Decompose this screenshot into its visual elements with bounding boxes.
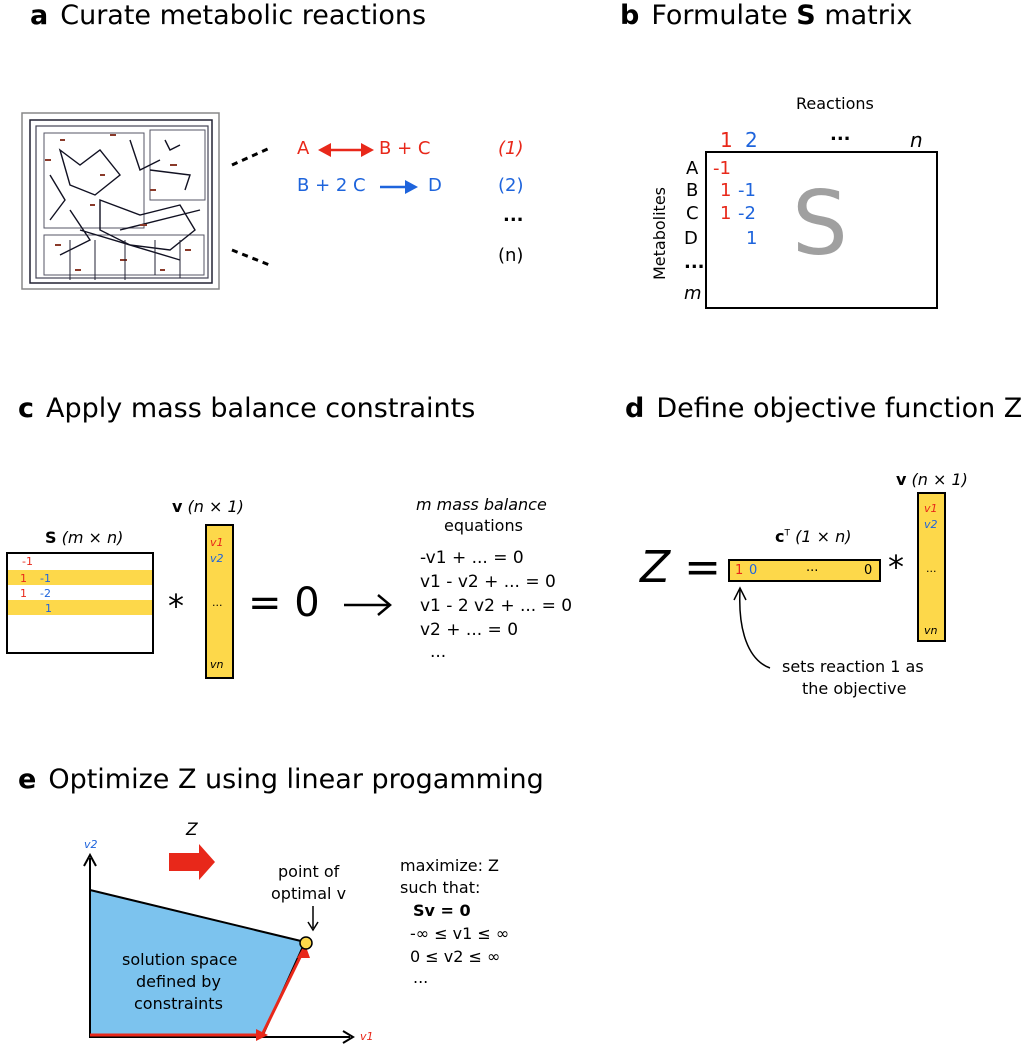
c-entry-2: 0 <box>749 563 758 578</box>
lp-line-3: Sv = 0 <box>413 901 471 920</box>
equation-2: v1 - v2 + ... = 0 <box>420 572 556 592</box>
row-d: D <box>684 228 698 249</box>
v-entry-1: v1 <box>210 536 224 549</box>
axis-v2-label: v2 <box>84 838 98 851</box>
lp-line-6: ... <box>413 968 429 987</box>
s-cell-c2: -2 <box>40 587 51 600</box>
lp-line-2: such that: <box>400 878 481 897</box>
cell-d2: 1 <box>746 228 758 249</box>
equals-zero: = 0 <box>248 580 320 626</box>
s-cell-c1: 1 <box>20 587 27 600</box>
reactions-header: Reactions <box>796 94 874 113</box>
s-cell-b2: -1 <box>40 572 51 585</box>
col-ellipsis: ... <box>830 124 851 145</box>
reaction-2-lhs: B + 2 C <box>297 175 366 196</box>
reaction-ellipsis: ... <box>503 205 524 226</box>
v-entry-2: v2 <box>210 552 224 565</box>
s-cell-d2: 1 <box>45 602 52 615</box>
s-dimension-label: S (m × n) <box>45 528 124 547</box>
v-entry-n: vn <box>210 658 224 671</box>
axis-v1-label: v1 <box>360 1030 374 1043</box>
multiply-sign-d: * <box>888 548 904 586</box>
reaction-1-rhs: B + C <box>379 138 431 159</box>
v-d-entry-2: v2 <box>924 518 938 531</box>
equation-ellipsis: ... <box>430 642 447 662</box>
reversible-arrow <box>318 143 374 157</box>
optimal-point-label-1: point of <box>278 862 340 881</box>
optimal-point-label-2: optimal v <box>271 884 347 903</box>
region-label-3: constraints <box>134 994 223 1013</box>
c-entry-ellipsis: ... <box>806 560 819 575</box>
lp-plot <box>83 844 355 1044</box>
row-m: m <box>684 283 702 304</box>
z-equals: Z = <box>640 542 721 593</box>
c-entry-1: 1 <box>735 563 744 578</box>
region-label-1: solution space <box>122 950 238 969</box>
cell-a1: -1 <box>713 158 731 179</box>
row-c: C <box>686 203 699 224</box>
v-d-entry-1: v1 <box>924 502 938 515</box>
s-matrix-small <box>6 552 154 654</box>
v-entry-ellipsis: ... <box>212 596 223 609</box>
metabolic-network-map <box>21 112 220 290</box>
row-ellipsis: ... <box>684 252 705 273</box>
v-dimension-label-d: v (n × 1) <box>896 470 968 489</box>
forward-arrow <box>380 180 418 194</box>
reaction-2-label: (2) <box>498 175 524 196</box>
s-letter: S <box>792 172 848 275</box>
col-1: 1 <box>720 128 733 152</box>
equation-4: v2 + ... = 0 <box>420 620 519 640</box>
v-dimension-label: v (n × 1) <box>172 497 244 516</box>
reaction-n-label: (n) <box>498 245 524 266</box>
s-cell-a1: -1 <box>22 555 33 568</box>
c-vector <box>728 559 881 582</box>
reaction-1-lhs: A <box>297 138 310 159</box>
c-entry-n: 0 <box>864 563 873 578</box>
lp-line-4: -∞ ≤ v1 ≤ ∞ <box>410 924 510 943</box>
v-vector-d <box>917 492 946 642</box>
reaction-2-rhs: D <box>428 175 442 196</box>
row-a: A <box>686 158 699 179</box>
zoom-line-bottom <box>231 248 273 268</box>
equations-header-2: equations <box>444 516 523 535</box>
v-d-entry-ellipsis: ... <box>926 562 937 575</box>
arrow-to-equations <box>344 594 392 616</box>
curved-pointer-arrow <box>733 586 771 669</box>
v-d-entry-n: vn <box>924 624 938 637</box>
lp-line-1: maximize: Z <box>400 856 500 875</box>
col-2: 2 <box>745 128 758 152</box>
col-n: n <box>910 128 923 152</box>
metabolites-header: Metabolites <box>650 186 669 280</box>
cell-b2: -1 <box>738 180 756 201</box>
s-matrix-box <box>705 151 938 309</box>
cell-c2: -2 <box>738 203 756 224</box>
multiply-sign-c: * <box>168 587 184 625</box>
cell-b1: 1 <box>720 180 732 201</box>
s-cell-b1: 1 <box>20 572 27 585</box>
equation-3: v1 - 2 v2 + ... = 0 <box>420 596 573 616</box>
zoom-line-top <box>231 145 273 167</box>
z-direction-label: Z <box>186 820 198 840</box>
region-label-2: defined by <box>136 972 221 991</box>
row-b: B <box>686 180 699 201</box>
v-vector-c <box>205 524 234 679</box>
lp-line-5: 0 ≤ v2 ≤ ∞ <box>410 947 501 966</box>
objective-note-2: the objective <box>802 679 907 698</box>
reaction-1-label: (1) <box>498 138 524 159</box>
equation-1: -v1 + ... = 0 <box>420 548 524 568</box>
c-dimension-label: cT (1 × n) <box>775 527 852 546</box>
equations-header-1: m mass balance <box>416 495 547 514</box>
objective-note-1: sets reaction 1 as <box>782 657 924 676</box>
cell-c1: 1 <box>720 203 732 224</box>
